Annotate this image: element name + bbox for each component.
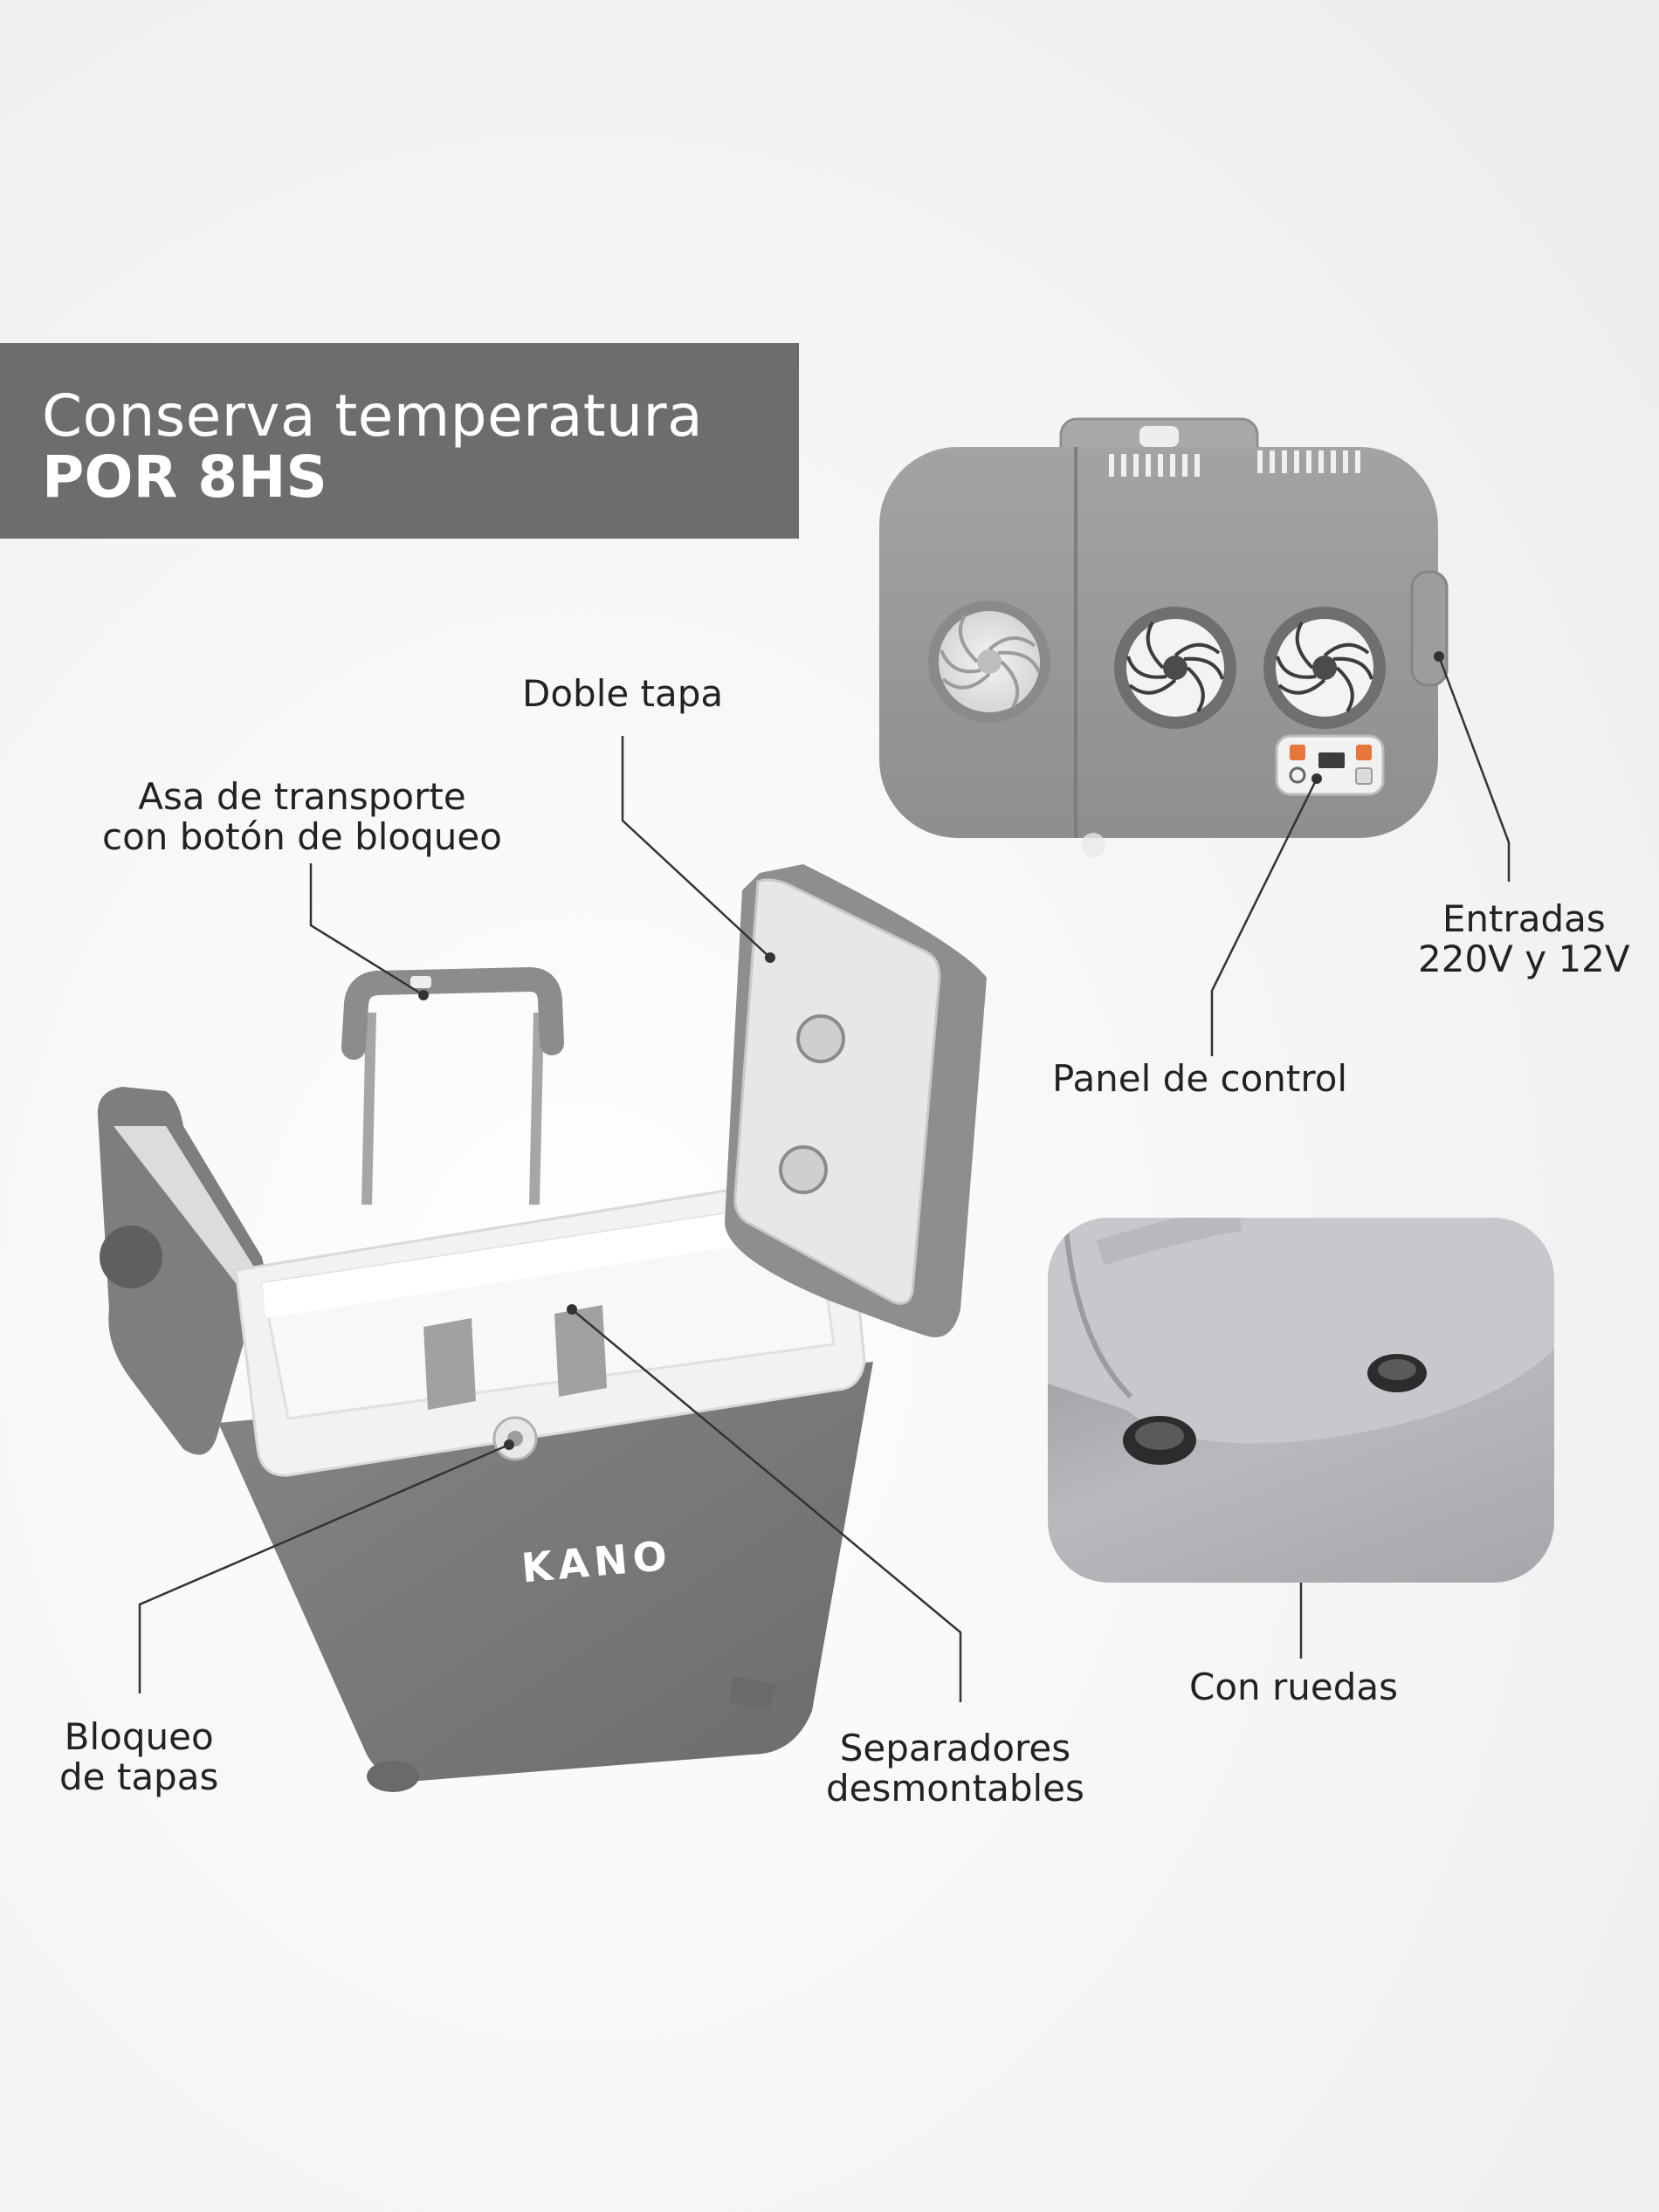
cooler-open-view bbox=[97, 864, 987, 1792]
label-bloqueo: Bloqueo de tapas bbox=[59, 1715, 219, 1798]
control-panel-icon bbox=[1275, 734, 1385, 796]
cooler-top-view bbox=[879, 417, 1449, 857]
label-panel-control: Panel de control bbox=[1052, 1057, 1348, 1100]
fan-icon bbox=[1263, 607, 1386, 729]
headline-banner bbox=[0, 343, 799, 539]
wheels-illustration bbox=[1048, 1218, 1554, 1465]
fan-icon bbox=[1114, 607, 1236, 729]
wheels-inset bbox=[1048, 1218, 1554, 1583]
label-entradas: Entradas 220V y 12V bbox=[1418, 897, 1630, 980]
wheel-icon bbox=[1367, 1354, 1427, 1392]
leader-lines bbox=[138, 656, 1511, 1702]
label-asa: Asa de transporte con botón de bloqueo bbox=[102, 775, 502, 858]
label-doble-tapa: Doble tapa bbox=[522, 672, 724, 715]
wheel-icon bbox=[1123, 1416, 1196, 1465]
headline-line2: POR 8HS bbox=[42, 443, 327, 511]
label-ruedas: Con ruedas bbox=[1189, 1666, 1398, 1708]
label-separadores: Separadores desmontables bbox=[826, 1727, 1084, 1810]
fan-icon bbox=[928, 601, 1050, 723]
headline-line1: Conserva temperatura bbox=[42, 382, 704, 450]
